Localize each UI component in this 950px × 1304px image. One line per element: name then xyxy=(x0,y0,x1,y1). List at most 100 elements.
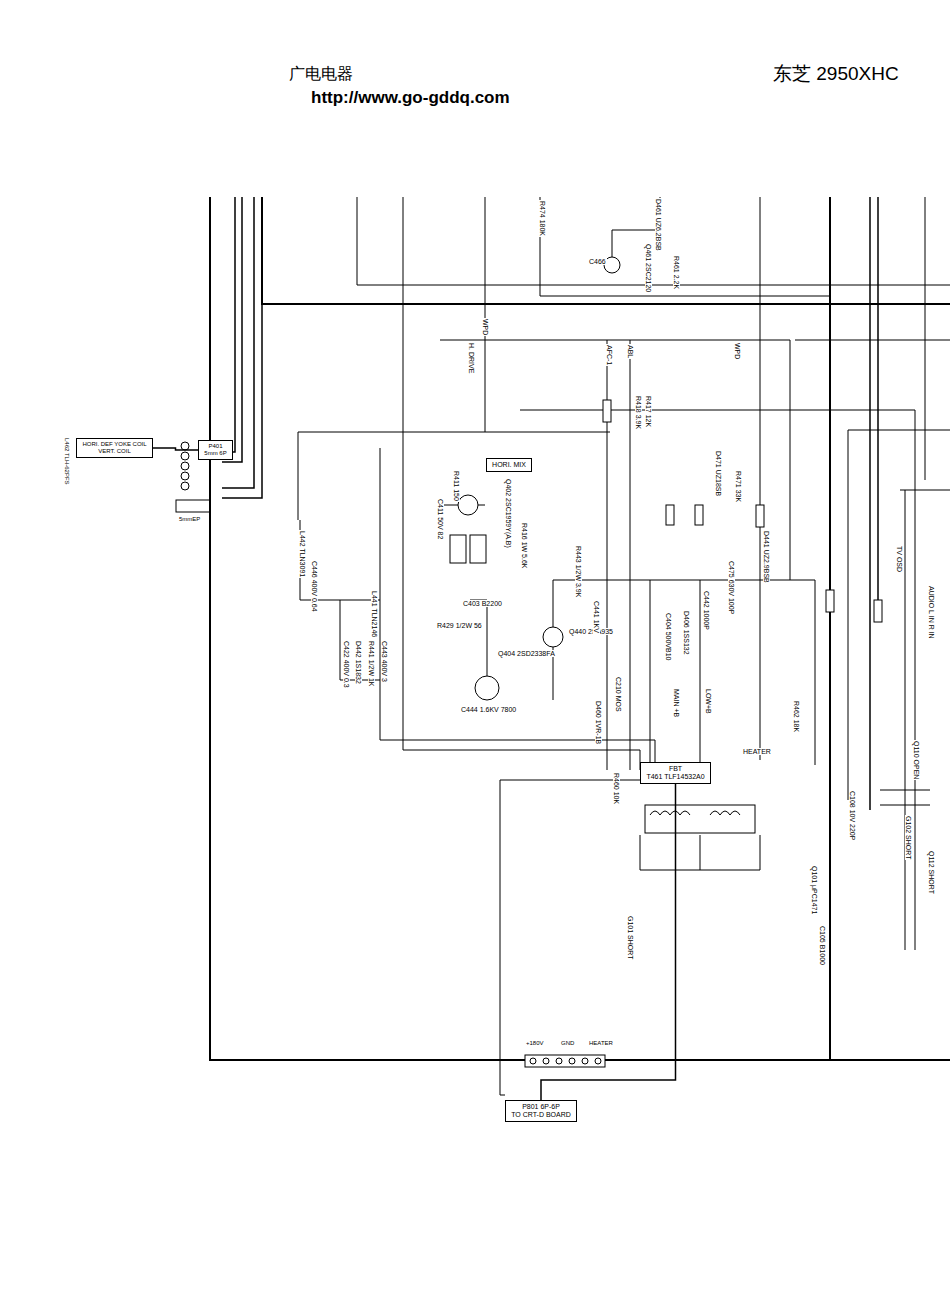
component-symbol xyxy=(695,505,703,525)
part-label: LOW+B xyxy=(705,688,712,715)
component-box: FBTT461 TLF14532A0 xyxy=(640,762,711,784)
wire xyxy=(520,410,915,950)
wire xyxy=(795,340,950,341)
component-box: P801 6P-6PTO CRT-D BOARD xyxy=(505,1100,577,1122)
part-label: C444 1.6KV 7800 xyxy=(460,706,517,713)
part-label: ABL xyxy=(627,344,634,359)
component-symbol xyxy=(582,1058,588,1064)
part-label: G102 SHORT xyxy=(905,815,912,860)
wire-connector xyxy=(541,784,676,1100)
wire xyxy=(298,432,299,520)
part-label: Q112 SHORT xyxy=(928,850,935,895)
component-symbol xyxy=(181,452,189,460)
wire xyxy=(880,790,930,805)
wire xyxy=(485,197,486,432)
wire xyxy=(877,197,879,600)
wire xyxy=(829,197,831,1060)
part-label: C441 1KV xyxy=(593,600,600,634)
component-symbol xyxy=(176,500,210,512)
part-label: 5mmEP xyxy=(178,516,201,522)
wire xyxy=(925,197,926,480)
wire xyxy=(760,197,761,760)
component-box: HORI. DEF YOKE COILVERT. COIL xyxy=(76,438,153,458)
component-symbol xyxy=(666,505,674,525)
part-label: Q440 2SA935 xyxy=(568,628,614,635)
component-box: HORI. MIX xyxy=(486,458,532,472)
page-title: 东芝 2950XHC xyxy=(772,64,900,83)
component-symbol xyxy=(645,805,755,833)
wire xyxy=(262,197,950,304)
component-symbol xyxy=(530,1058,536,1064)
component-symbol xyxy=(603,400,611,422)
wire xyxy=(298,432,610,433)
component-box: P4015mm 6P xyxy=(198,440,233,460)
component-symbol xyxy=(569,1058,575,1064)
part-label: GND xyxy=(560,1040,575,1046)
wire xyxy=(222,197,235,452)
component-symbol xyxy=(556,1058,562,1064)
wire xyxy=(848,430,849,800)
part-label: HEATER xyxy=(742,748,772,755)
part-label: C108 10V 220P xyxy=(849,790,856,841)
part-label: D442 1S1832 xyxy=(355,640,362,685)
part-label: HEATER xyxy=(588,1040,614,1046)
part-label: Q101 μPC1471 xyxy=(811,865,818,915)
part-label: R443 1/2W 3.9K xyxy=(575,545,582,598)
wire xyxy=(380,448,655,770)
component-symbol xyxy=(595,1058,601,1064)
part-label: R462 18K xyxy=(793,700,800,733)
wire xyxy=(905,490,906,950)
wire-connector xyxy=(153,448,198,450)
component-symbol xyxy=(470,535,486,563)
wire xyxy=(210,197,950,1060)
wire xyxy=(612,197,660,257)
part-label: R461 2.2K xyxy=(673,255,680,290)
wire xyxy=(869,197,871,810)
part-label: R441 1/2W 1K xyxy=(368,640,375,688)
part-label: L442 TLN3091 xyxy=(299,530,306,578)
part-label: D406 1SS132 xyxy=(683,610,690,656)
wire xyxy=(650,580,651,765)
part-label: R460 10K xyxy=(613,772,620,805)
wire xyxy=(440,505,487,676)
box-text: P801 6P-6P xyxy=(510,1103,572,1111)
component-symbol xyxy=(756,505,764,527)
wire xyxy=(403,197,640,770)
part-label: G101 SHORT xyxy=(627,915,634,960)
wire xyxy=(630,340,631,770)
component-symbol xyxy=(181,462,189,470)
part-label: D441 UZ2.9BSB xyxy=(763,530,770,584)
part-label: C443 400V 3 xyxy=(381,640,388,683)
part-label: L462 TLH-62PFS xyxy=(64,437,70,486)
part-label: +180V xyxy=(525,1040,545,1046)
part-label: C466 xyxy=(588,258,607,265)
box-text: HORI. DEF YOKE COIL xyxy=(81,441,148,448)
component-symbol xyxy=(543,627,563,647)
wire xyxy=(440,340,790,580)
part-label: D461 UZ6.2BSB xyxy=(655,198,662,252)
wire xyxy=(848,430,950,431)
component-symbol xyxy=(458,495,478,515)
part-label: R416 1W 5.6K xyxy=(521,522,528,570)
box-text: HORI. MIX xyxy=(491,461,527,469)
wire xyxy=(357,197,950,285)
part-label: C210 MOS xyxy=(615,676,622,713)
wire xyxy=(540,197,830,296)
part-label: C475 630V 100P xyxy=(728,560,735,615)
part-label: WPD xyxy=(482,318,489,336)
part-label: TV OSD xyxy=(896,545,903,573)
part-label: C422 400V 0.3 xyxy=(343,640,350,689)
part-label: C442 1000P xyxy=(703,590,710,631)
component-symbol xyxy=(543,1058,549,1064)
part-label: R429 1/2W 56 xyxy=(436,622,483,629)
part-label: Q461 2SC2120 xyxy=(645,243,652,293)
part-label: D460 1VR-1B xyxy=(595,700,602,745)
part-label: MAIN +B xyxy=(673,688,680,718)
box-text: FBT xyxy=(645,765,706,773)
wire xyxy=(500,780,505,1095)
part-label: C105 B1000 xyxy=(819,925,826,966)
box-text: P401 xyxy=(203,443,228,450)
part-label: R411 150 xyxy=(453,470,460,502)
